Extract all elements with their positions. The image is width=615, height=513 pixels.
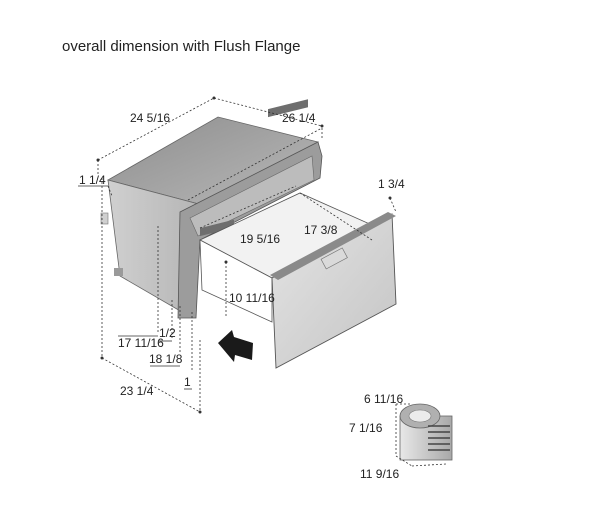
- dim-inner-depth: 17 3/8: [304, 223, 338, 237]
- flange-inner: [189, 155, 315, 237]
- dim-inner-width: 19 5/16: [240, 232, 280, 246]
- dim-depth-top: 26 1/4: [282, 111, 316, 125]
- dim-half: 1/2: [159, 326, 176, 340]
- drawer-front-edge: [270, 212, 396, 280]
- unit-dim-depth: 11 9/16: [360, 467, 399, 481]
- dim-flange-height: 18 1/8: [149, 352, 183, 366]
- dim-flange-left: 1 1/4: [79, 173, 106, 187]
- foot: [114, 268, 123, 276]
- dim-one: 1: [184, 375, 191, 389]
- direction-arrow: [218, 330, 253, 362]
- dim-width-total: 24 5/16: [130, 111, 170, 125]
- dim-depth-bottom: 23 1/4: [120, 384, 154, 398]
- diagram-caption: overall dimension with Flush Flange: [62, 38, 301, 55]
- cooling-unit: [395, 403, 453, 467]
- unit-fins: [428, 425, 450, 451]
- vent-grille: [200, 99, 308, 237]
- dim-height: 17 11/16: [118, 336, 164, 350]
- drawer: [199, 192, 397, 369]
- side-handle: [100, 212, 109, 225]
- drawer-handle: [320, 247, 348, 270]
- unit-fan-hub: [408, 409, 432, 423]
- dim-drawer-front: 1 3/4: [378, 177, 405, 191]
- cabinet: [100, 99, 323, 319]
- dimension-lines: [78, 96, 397, 414]
- unit-dim-height: 7 1/16: [349, 421, 383, 435]
- drawer-inner-left: [199, 239, 273, 323]
- unit-dim-width: 6 11/16: [364, 392, 403, 406]
- dim-inner-height: 10 11/16: [229, 291, 275, 305]
